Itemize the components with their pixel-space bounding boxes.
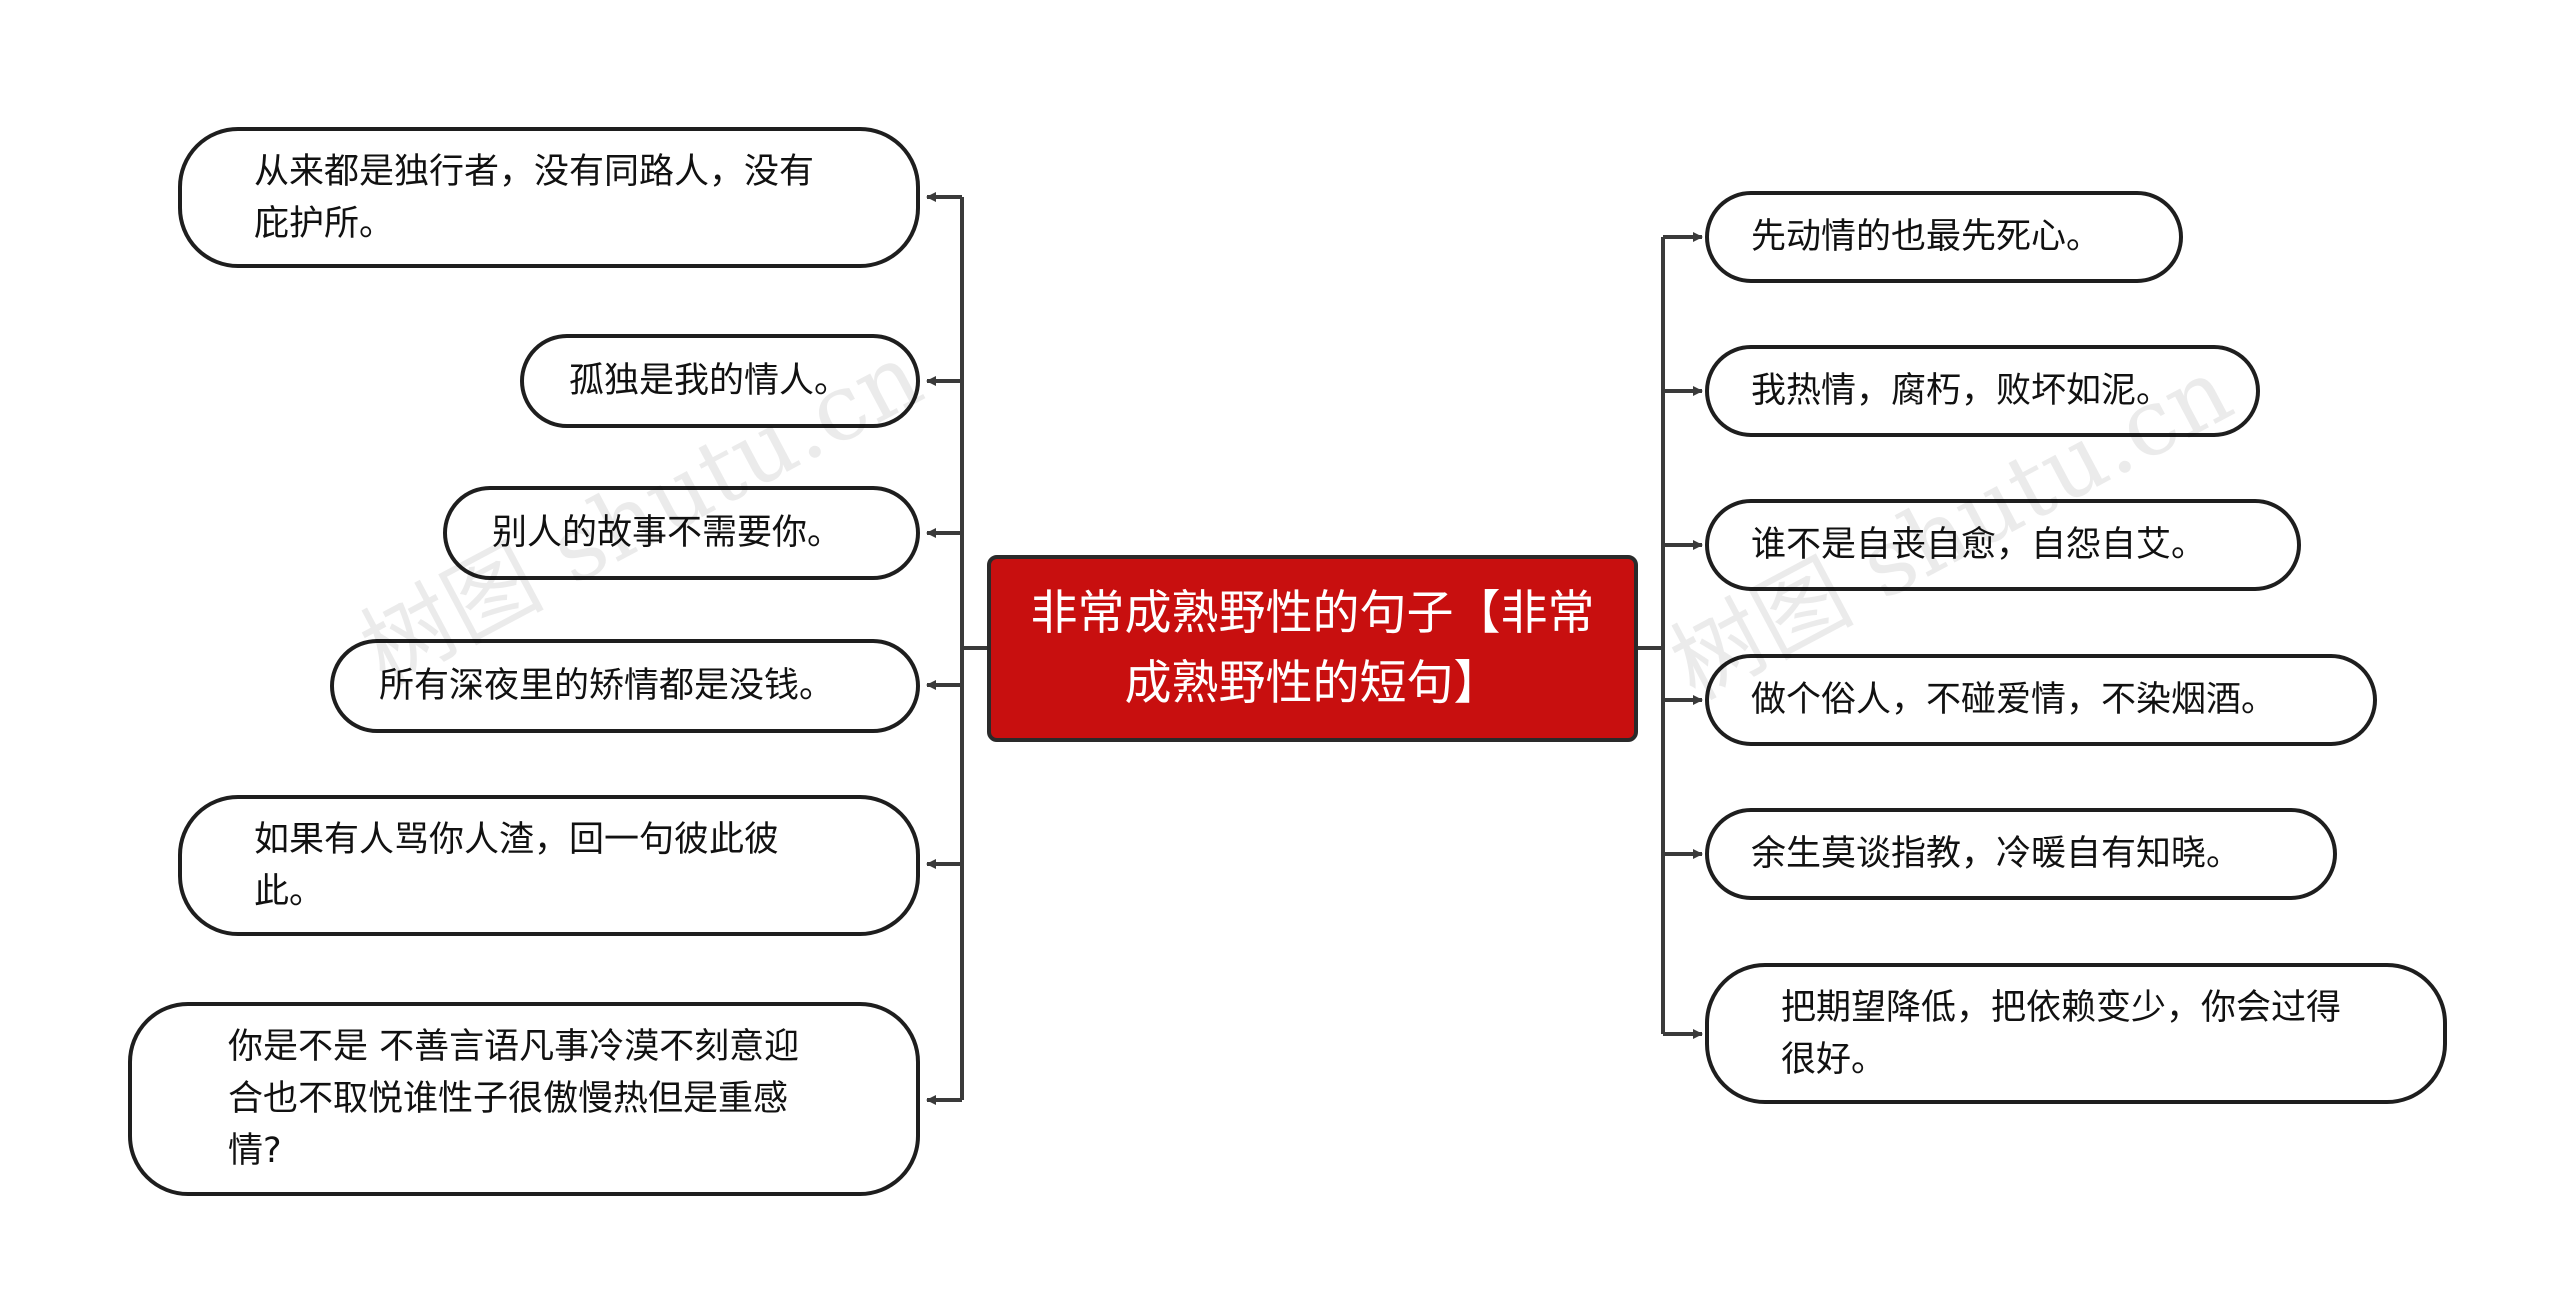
left-node-5-label: 如果有人骂你人渣，回一句彼此彼此。: [254, 819, 780, 912]
left-node-2[interactable]: 孤独是我的情人。: [520, 334, 920, 428]
right-node-5[interactable]: 余生莫谈指教，冷暖自有知晓。: [1705, 808, 2337, 900]
right-node-2-label: 我热情，腐朽，败坏如泥。: [1751, 371, 2172, 411]
central-topic-label: 非常成熟野性的句子【非常成熟野性的短句】: [1030, 585, 1595, 711]
right-node-4-label: 做个俗人，不碰爱情，不染烟酒。: [1751, 680, 2277, 720]
right-node-1[interactable]: 先动情的也最先死心。: [1705, 191, 2183, 283]
left-node-6[interactable]: 你是不是 不善言语凡事冷漠不刻意迎合也不取悦谁性子很傲慢热但是重感情?: [128, 1002, 920, 1196]
right-node-6-label: 把期望降低，把依赖变少，你会过得很好。: [1781, 987, 2342, 1080]
left-node-6-label: 你是不是 不善言语凡事冷漠不刻意迎合也不取悦谁性子很傲慢热但是重感情?: [228, 1027, 800, 1171]
left-node-1-label: 从来都是独行者，没有同路人，没有庇护所。: [254, 151, 815, 244]
left-node-1[interactable]: 从来都是独行者，没有同路人，没有庇护所。: [178, 127, 920, 268]
left-node-3-label: 别人的故事不需要你。: [492, 513, 843, 553]
right-node-1-label: 先动情的也最先死心。: [1751, 217, 2102, 257]
right-node-4[interactable]: 做个俗人，不碰爱情，不染烟酒。: [1705, 654, 2377, 746]
left-node-4[interactable]: 所有深夜里的矫情都是没钱。: [330, 639, 920, 733]
right-node-3-label: 谁不是自丧自愈，自怨自艾。: [1751, 525, 2207, 565]
left-node-2-label: 孤独是我的情人。: [569, 361, 850, 401]
central-topic[interactable]: 非常成熟野性的句子【非常成熟野性的短句】: [987, 555, 1638, 742]
left-node-3[interactable]: 别人的故事不需要你。: [443, 486, 920, 580]
right-node-3[interactable]: 谁不是自丧自愈，自怨自艾。: [1705, 499, 2301, 591]
right-node-5-label: 余生莫谈指教，冷暖自有知晓。: [1751, 834, 2242, 874]
right-node-2[interactable]: 我热情，腐朽，败坏如泥。: [1705, 345, 2260, 437]
left-node-4-label: 所有深夜里的矫情都是没钱。: [379, 666, 835, 706]
left-node-5[interactable]: 如果有人骂你人渣，回一句彼此彼此。: [178, 795, 920, 936]
right-node-6[interactable]: 把期望降低，把依赖变少，你会过得很好。: [1705, 963, 2447, 1104]
